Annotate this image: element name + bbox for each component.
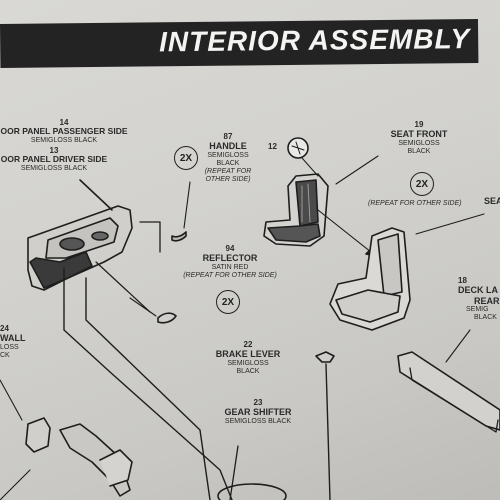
part-note: (REPEAT FOR OTHER SIDE) (183, 271, 277, 279)
part-note: OTHER SIDE) (205, 175, 251, 183)
part-number: 19 (414, 120, 424, 129)
part-number: 18 (458, 276, 467, 285)
part-name: SEAT FRONT (390, 129, 448, 140)
part-label-seat-front: 19 SEAT FRONT SEMIGLOSS BLACK (380, 120, 458, 156)
part-number: 14 (59, 118, 69, 127)
part-name: GEAR SHIFTER (224, 407, 292, 418)
part-name: OOR PANEL DRIVER SIDE (0, 154, 108, 165)
quantity-badge-reflector: 2X (216, 290, 240, 314)
part-finish: SEMIGLOSS (207, 151, 249, 159)
part-label-brake: 22 BRAKE LEVER SEMIGLOSS BLACK (210, 340, 286, 376)
part-finish: SEMIGLOSS BLACK (20, 164, 88, 172)
part-note-seat: (REPEAT FOR OTHER SIDE) (368, 200, 462, 207)
part-label-door-passenger: 14 OOR PANEL PASSENGER SIDE SEMIGLOSS BL… (0, 118, 130, 145)
callout-number: 12 (268, 142, 277, 151)
part-note: (REPEAT FOR (204, 167, 252, 175)
part-number: 22 (243, 340, 253, 349)
part-label-gear: 23 GEAR SHIFTER SEMIGLOSS BLACK (214, 398, 302, 426)
part-number: 23 (253, 398, 263, 407)
part-number: 13 (49, 146, 59, 155)
part-finish: SEMIGLOSS (227, 359, 269, 367)
part-finish: LOSS (0, 343, 19, 351)
quantity-badge-seat: 2X (410, 172, 434, 196)
seat-small-drawing (263, 173, 329, 247)
part-finish: BLACK (407, 147, 431, 155)
door-panel-drawing (27, 205, 133, 291)
part-finish: SEMIGLOSS (398, 139, 440, 147)
part-finish: BLACK (474, 313, 497, 321)
part-finish: SEMIG (466, 305, 489, 313)
part-name: WALL (0, 333, 26, 344)
part-name: BRAKE LEVER (215, 349, 281, 360)
seat-large-drawing (329, 227, 411, 331)
quantity-badge-handle: 2X (174, 146, 198, 170)
part-finish: BLACK (236, 367, 260, 375)
part-name: REFLECTOR (202, 253, 258, 264)
part-finish: SEMIGLOSS BLACK (224, 417, 292, 425)
part-number: 87 (223, 132, 233, 141)
part-name: REAR (474, 295, 500, 306)
part-label-door-driver: 13 OOR PANEL DRIVER SIDE SEMIGLOSS BLACK (0, 146, 110, 173)
part-name: OOR PANEL PASSENGER SIDE (0, 126, 128, 137)
part-finish: CK (0, 351, 10, 359)
part-label-reflector: 94 REFLECTOR SATIN RED (REPEAT FOR OTHER… (172, 244, 288, 280)
part-finish: SEMIGLOSS BLACK (30, 136, 98, 144)
part-label-wall: 24 WALL LOSS CK (0, 324, 26, 360)
part-label-handle: 87 HANDLE SEMIGLOSS BLACK (REPEAT FOR OT… (196, 132, 260, 184)
part-number: 94 (225, 244, 235, 253)
part-label-deck: 18 DECK LA REAR SEMIG BLACK (458, 276, 500, 322)
part-name: HANDLE (209, 141, 247, 152)
part-label-seat-edge: SEA (484, 196, 500, 206)
part-finish: BLACK (216, 159, 240, 167)
gear-parts-drawing (0, 379, 133, 500)
part-finish: SATIN RED (211, 263, 249, 271)
deck-lid-drawing (397, 351, 500, 433)
part-number: 24 (0, 324, 9, 333)
part-name: DECK LA (458, 285, 498, 296)
